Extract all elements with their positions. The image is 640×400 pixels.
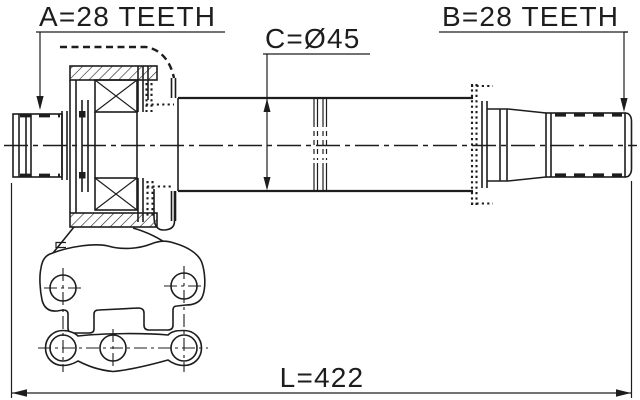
arrowhead-a bbox=[36, 96, 44, 110]
shaft-taper-bottom bbox=[507, 176, 547, 182]
shaft-break-lines bbox=[313, 98, 328, 191]
label-spline-a: A=28 TEETH bbox=[39, 1, 216, 32]
shaft-taper-top bbox=[507, 108, 547, 114]
inner-joint-housing bbox=[69, 65, 158, 228]
outer-shaft-spline-b bbox=[481, 101, 633, 188]
dimension-l: L=422 bbox=[10, 181, 633, 398]
dimension-b: B=28 TEETH bbox=[439, 1, 628, 112]
label-spline-b: B=28 TEETH bbox=[442, 1, 619, 32]
arrowhead-c-top bbox=[263, 98, 271, 112]
housing-wall-bottom bbox=[69, 212, 158, 228]
mounting-bracket bbox=[38, 226, 208, 373]
bracket-upper-plate bbox=[39, 240, 206, 334]
arrowhead-l-right bbox=[616, 389, 631, 397]
dimension-c: C=Ø45 bbox=[263, 23, 370, 191]
housing-wall-top bbox=[69, 65, 158, 81]
dimension-a: A=28 TEETH bbox=[36, 1, 225, 110]
main-shaft bbox=[177, 96, 473, 193]
label-diameter-c: C=Ø45 bbox=[265, 23, 361, 54]
arrowhead-c-bottom bbox=[263, 177, 271, 191]
bearing-roller-top bbox=[94, 79, 138, 113]
bracket-tab bbox=[55, 241, 66, 249]
dust-shield bbox=[470, 84, 493, 205]
arrowhead-b bbox=[620, 98, 628, 112]
arrowhead-l-left bbox=[12, 389, 27, 397]
bolt-hole-centerlines bbox=[38, 266, 208, 372]
snap-ring-bottom bbox=[79, 172, 86, 179]
boot-outline bbox=[60, 45, 177, 231]
snap-ring-top bbox=[79, 111, 86, 118]
label-length-l: L=422 bbox=[280, 362, 365, 393]
bearing-roller-bottom bbox=[94, 177, 138, 211]
bolt-holes bbox=[49, 272, 198, 362]
